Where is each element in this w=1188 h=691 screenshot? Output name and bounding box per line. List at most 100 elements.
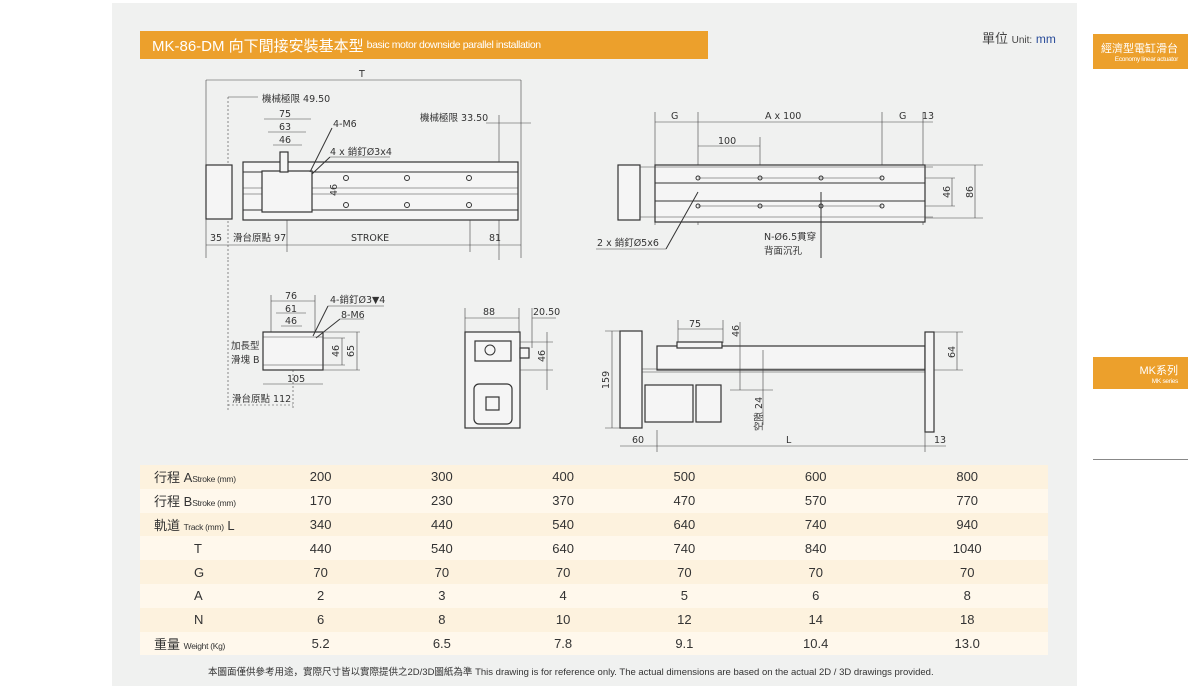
- table-cell: 640: [552, 540, 574, 556]
- label-pin: 2 x 銷釘Ø5x6: [597, 237, 659, 249]
- dim-h65: 65: [346, 345, 357, 357]
- table-cell: 4: [559, 588, 567, 604]
- sidebar: 經濟型電缸滑台 Economy linear actuator MK系列 MK …: [1093, 30, 1188, 460]
- label-hole: N-Ø6.5貫穿: [764, 231, 816, 243]
- dim-75: 75: [689, 319, 701, 330]
- title-sub: basic motor downside parallel installati…: [366, 39, 541, 51]
- dim-h86: 86: [965, 186, 976, 198]
- label-8-m6: 8-M6: [341, 310, 365, 321]
- row-label: N: [140, 608, 260, 632]
- table-cell: 18: [959, 612, 975, 628]
- dim-h46: 46: [537, 350, 548, 362]
- dim-mech-limit-left: 機械極限 49.50: [262, 93, 330, 105]
- label-zh: A: [194, 588, 203, 604]
- unit-label: 單位 Unit: mm: [982, 28, 1056, 47]
- dim-T: T: [358, 69, 365, 80]
- series-zh: MK系列: [1139, 365, 1179, 377]
- table-cell: 300: [431, 469, 453, 485]
- table-cell: 70: [434, 564, 450, 580]
- dim-105: 105: [287, 374, 305, 385]
- label-4-m6: 4-M6: [333, 119, 357, 130]
- table-cell: 8: [438, 612, 446, 628]
- series-en: MK series: [1151, 378, 1179, 385]
- table-cell: 370: [552, 493, 574, 509]
- dim-63: 63: [279, 122, 291, 133]
- row-label: 重量 Weight (Kg): [140, 632, 260, 656]
- table-cell: 400: [552, 469, 574, 485]
- dim-13: 13: [922, 111, 934, 122]
- row-label: 行程 AStroke (mm): [140, 465, 260, 489]
- table-cell: 12: [677, 612, 692, 628]
- label-zh: 行程 B: [154, 494, 193, 510]
- dim-13: 13: [934, 435, 946, 446]
- footnote: 本圖面僅供參考用途，實際尺寸皆以實際提供之2D/3D圖紙為準 This draw…: [208, 667, 934, 678]
- dim-61: 61: [285, 304, 297, 315]
- unit-value: mm: [1035, 32, 1056, 46]
- row-label: 軌道 Track (mm) L: [140, 513, 260, 537]
- dim-35: 35: [210, 233, 222, 244]
- sidebar-series-tab[interactable]: MK系列 MK series: [1093, 357, 1188, 389]
- table-cell: 200: [309, 469, 332, 485]
- dim-h159: 159: [601, 371, 612, 389]
- table-cell: 170: [309, 493, 332, 509]
- dim-h64: 64: [947, 346, 958, 358]
- page-title: MK-86-DM 向下間接安裝基本型 basic motor downside …: [140, 31, 708, 59]
- table-cell: 5: [680, 588, 688, 604]
- table-cell: 340: [309, 516, 332, 532]
- dim-60: 60: [632, 435, 644, 446]
- row-label: A: [140, 584, 260, 608]
- table-cell: 540: [552, 516, 574, 532]
- table-cell: 940: [956, 516, 979, 532]
- table-cell: 5.2: [311, 635, 330, 651]
- side-view-drawing: 75 46 159 64 空隙 24 60 L 13: [601, 319, 963, 452]
- label-zh: 重量: [154, 636, 184, 652]
- dim-h46: 46: [329, 184, 340, 196]
- dim-G-right: G: [899, 111, 906, 122]
- dim-75: 75: [279, 109, 291, 120]
- label-en: Stroke (mm): [192, 498, 236, 509]
- unit-zh: 單位: [982, 31, 1009, 46]
- table-cell: 540: [431, 540, 453, 556]
- category-zh: 經濟型電缸滑台: [1101, 43, 1178, 55]
- label-tail: L: [223, 517, 235, 533]
- label-extended: 加長型: [231, 341, 260, 352]
- dim-L: L: [786, 435, 792, 446]
- table-cell: 70: [677, 564, 692, 580]
- table-cell: 70: [808, 564, 823, 580]
- table-cell: 740: [673, 540, 696, 556]
- table-cell: 7.8: [554, 635, 573, 651]
- dim-h46: 46: [331, 345, 342, 357]
- label-zh: 行程 A: [154, 470, 193, 486]
- table-cell: 6: [812, 588, 820, 604]
- table-cell: 1040: [952, 540, 982, 556]
- table-cell: 9.1: [675, 635, 694, 651]
- table-cell: 440: [309, 540, 332, 556]
- table-cell: 2: [317, 588, 325, 604]
- table-cell: 14: [808, 612, 823, 628]
- dim-h46: 46: [731, 325, 742, 337]
- table-cell: 13.0: [954, 635, 980, 651]
- top-view-drawing: T 機械極限 49.50 75 63 46 4-M6 4 x 銷釘Ø3x4 機械…: [205, 69, 531, 260]
- table-cell: 10: [555, 612, 571, 628]
- sidebar-category-tab[interactable]: 經濟型電缸滑台 Economy linear actuator: [1093, 34, 1188, 69]
- table-cell: 230: [431, 493, 453, 509]
- table-row: N 6 8 10 12 14 18: [140, 607, 1048, 632]
- table-cell: 800: [956, 469, 979, 485]
- label-counterbore: 背面沉孔: [764, 245, 803, 257]
- label-pin: 4-銷釘Ø3▼4: [330, 294, 385, 306]
- row-label: G: [140, 560, 260, 584]
- dim-mech-limit-right: 機械極限 33.50: [420, 112, 488, 124]
- table-cell: 10.4: [803, 635, 829, 651]
- table-cell: 6: [317, 612, 325, 628]
- table-cell: 440: [431, 516, 453, 532]
- dim-76: 76: [285, 291, 297, 302]
- unit-en: Unit:: [1011, 35, 1033, 46]
- table-cell: 570: [804, 493, 827, 509]
